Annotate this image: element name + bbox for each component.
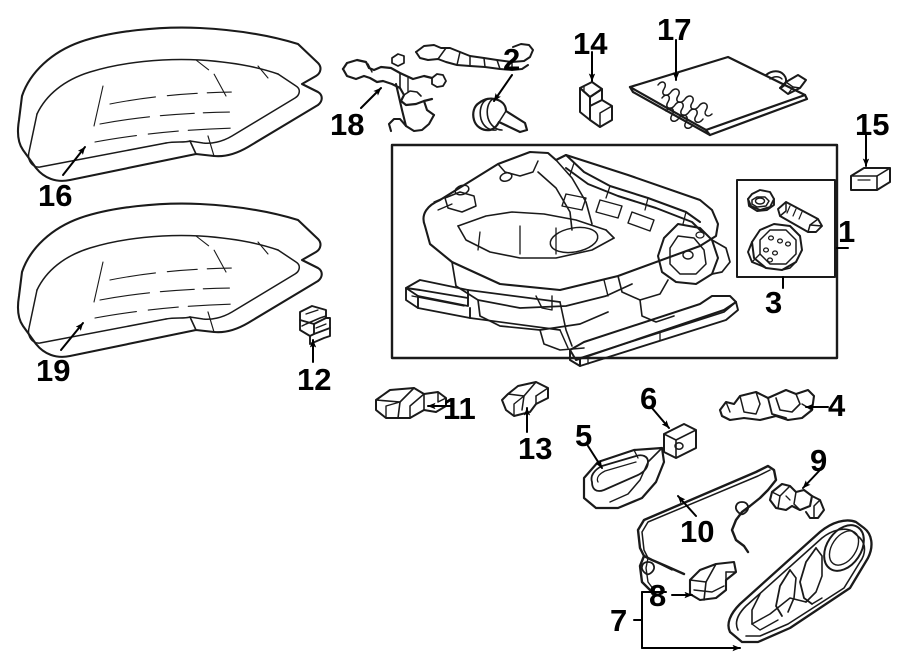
leader-16 xyxy=(62,146,86,176)
part-16-upper-seat-cushion xyxy=(17,26,323,182)
callout-2[interactable]: 2 xyxy=(503,42,521,77)
part-18-seat-wiring-harness xyxy=(341,43,534,133)
callout-14[interactable]: 14 xyxy=(573,26,608,61)
callout-8[interactable]: 8 xyxy=(649,578,667,613)
callout-15[interactable]: 15 xyxy=(855,107,890,142)
callout-18[interactable]: 18 xyxy=(330,107,365,142)
leader-2 xyxy=(493,74,513,102)
part-2-knob-cap xyxy=(472,97,529,134)
part-1-seat-frame-assembly xyxy=(405,150,739,367)
callout-12[interactable]: 12 xyxy=(297,362,332,397)
part-14-connector-block xyxy=(579,81,613,128)
leader-6 xyxy=(651,407,670,429)
callout-4[interactable]: 4 xyxy=(828,388,846,423)
leader-9 xyxy=(802,469,821,489)
part-13-wedge-clip xyxy=(501,381,549,417)
part-17-seat-heater-pad xyxy=(628,55,809,137)
part-12-mounting-clip xyxy=(299,305,331,345)
callout-6[interactable]: 6 xyxy=(640,381,658,416)
part-15-small-retainer-block xyxy=(850,167,891,191)
part-5-recliner-handle-cover xyxy=(582,446,666,510)
callout-10[interactable]: 10 xyxy=(680,514,715,549)
callout-17[interactable]: 17 xyxy=(657,12,692,47)
callout-5[interactable]: 5 xyxy=(575,418,593,453)
callout-1[interactable]: 1 xyxy=(838,214,856,249)
leader-10 xyxy=(677,495,697,517)
callout-16[interactable]: 16 xyxy=(38,178,73,213)
part-10-cushion-frame-wire xyxy=(636,464,778,598)
callout-11[interactable]: 11 xyxy=(443,391,476,426)
callout-9[interactable]: 9 xyxy=(810,443,828,478)
part-8-cushion-clip xyxy=(688,560,738,602)
leader-5 xyxy=(587,445,603,469)
part-11-hinge-cover-clip xyxy=(375,387,447,419)
callout-13[interactable]: 13 xyxy=(518,431,553,466)
callout-7[interactable]: 7 xyxy=(610,603,628,638)
leader-19 xyxy=(60,322,84,351)
part-9-push-pin-fastener xyxy=(768,482,825,519)
part-19-lower-seat-cushion xyxy=(17,202,323,358)
callout-3[interactable]: 3 xyxy=(765,285,783,320)
part-7-seat-side-shield xyxy=(727,519,873,644)
leader-18 xyxy=(360,87,382,109)
part-3-hardware xyxy=(747,189,823,271)
part-4-side-trim-panel xyxy=(718,388,816,422)
part-6-square-retainer-clip xyxy=(663,423,697,459)
callout-19[interactable]: 19 xyxy=(36,353,71,388)
